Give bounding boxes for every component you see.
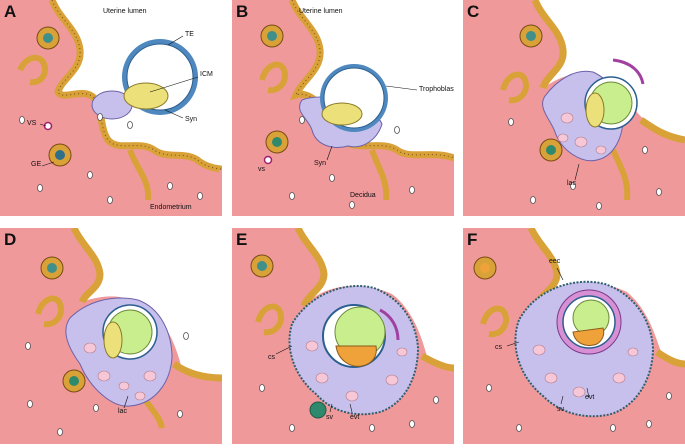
panel-c: C lac: [463, 0, 685, 216]
panel-e-illustration: [232, 228, 454, 444]
label-icm: ICM: [200, 71, 213, 78]
label-syn: Syn: [314, 160, 327, 167]
panel-b-illustration: [232, 0, 454, 216]
panel-label: C: [467, 2, 480, 21]
panel-label: D: [4, 230, 17, 249]
panel-label: B: [236, 2, 249, 21]
panel-label: F: [467, 230, 478, 249]
panel-e: E cs sv evt: [232, 228, 454, 444]
panel-c-illustration: [463, 0, 685, 216]
panel-a: A Uterine lumen TE ICM Syn VS GE Endomet…: [0, 0, 222, 216]
label-cs: cs: [268, 354, 275, 361]
label-ge: GE: [31, 161, 42, 168]
label-vs: VS: [27, 120, 37, 127]
panel-d-illustration: [0, 228, 222, 444]
label-sv: sv: [557, 406, 564, 413]
panel-label: A: [4, 2, 17, 21]
label-endometrium: Endometrium: [150, 204, 192, 211]
label-lac: lac: [567, 180, 576, 187]
label-sv: sv: [326, 414, 333, 421]
panel-b: B Uterine lumen Trophoblast Syn vs Decid…: [232, 0, 454, 216]
label-evt: evt: [585, 394, 595, 401]
label-syn: Syn: [185, 116, 198, 123]
label-vs: vs: [258, 166, 265, 173]
label-trophoblast: Trophoblast: [419, 86, 454, 93]
label-te: TE: [185, 31, 194, 38]
panel-f: F eec cs sv evt: [463, 228, 685, 444]
label-eec: eec: [549, 258, 561, 265]
panel-d: D lac: [0, 228, 222, 444]
label-lac: lac: [118, 408, 127, 415]
label-uterine-lumen: Uterine lumen: [299, 8, 343, 15]
label-decidua: Decidua: [350, 192, 376, 199]
label-evt: evt: [350, 414, 360, 421]
panel-label: E: [236, 230, 248, 249]
label-cs: cs: [495, 344, 502, 351]
panel-f-illustration: [463, 228, 685, 444]
panel-a-illustration: [0, 0, 222, 216]
label-uterine-lumen: Uterine lumen: [103, 8, 147, 15]
